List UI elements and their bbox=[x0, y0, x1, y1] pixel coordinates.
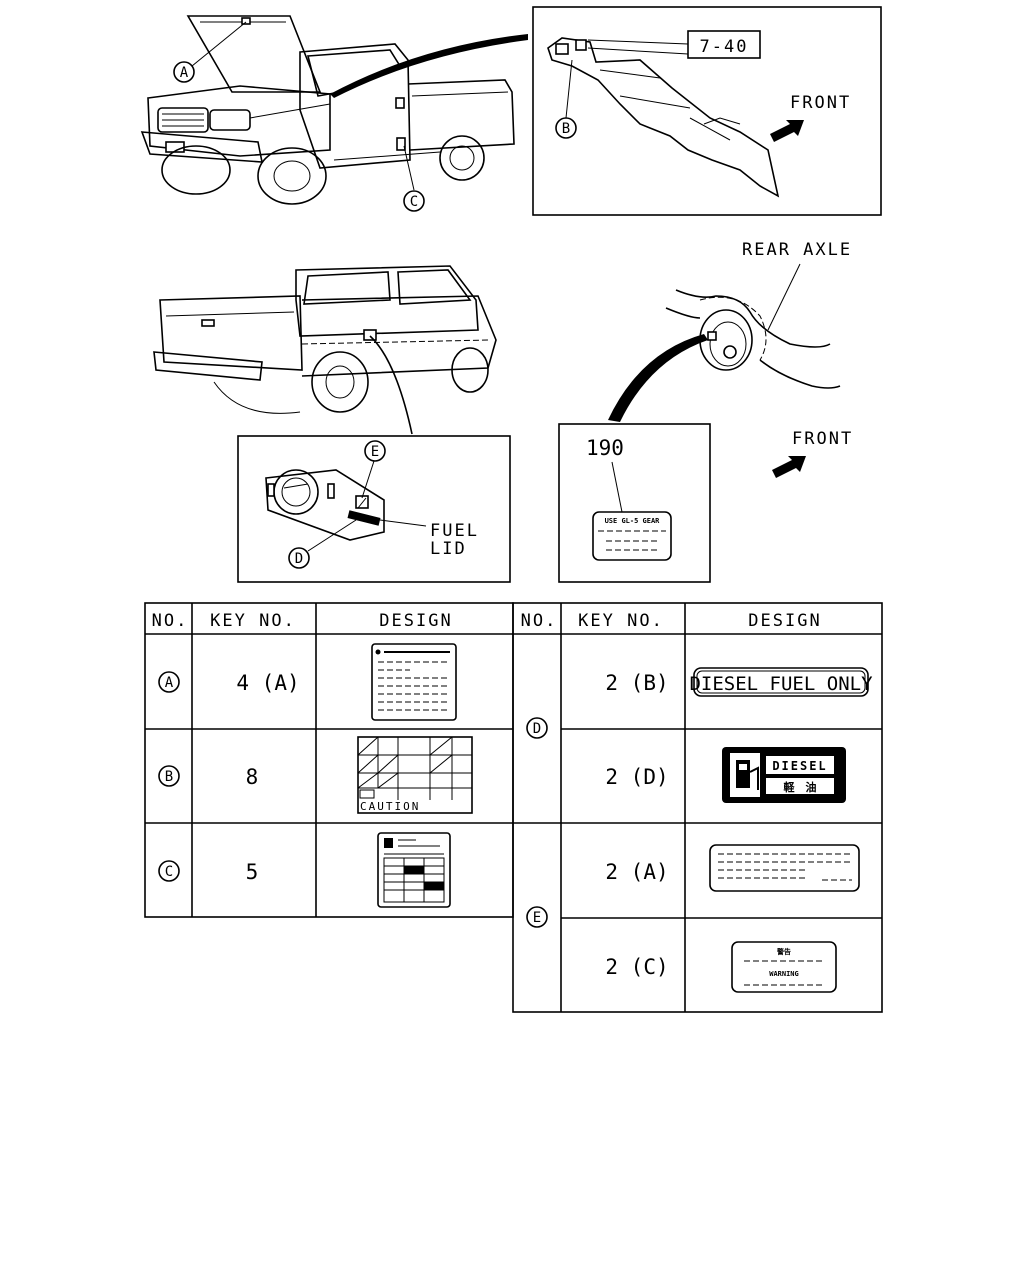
design-diesel-badge: DIESEL 軽 油 bbox=[722, 747, 846, 803]
group-d-label: D bbox=[533, 721, 541, 737]
header-key-no-right: KEY NO. bbox=[578, 611, 664, 631]
table-row: 2 (B) DIESEL FUEL ONLY bbox=[605, 667, 873, 697]
design-warning-label: 警告 WARNING bbox=[731, 941, 837, 993]
key-no-e2: 2 (C) bbox=[605, 955, 668, 979]
table-row: A 4 (A) bbox=[158, 643, 457, 721]
front-label-axle: FRONT bbox=[792, 429, 853, 449]
table-row: C 5 bbox=[158, 832, 451, 908]
key-no-a: 4 (A) bbox=[236, 671, 299, 695]
design-a-label bbox=[371, 643, 457, 721]
key-no-d1: 2 (B) bbox=[605, 671, 668, 695]
table-row: B 8 CAUTION bbox=[158, 736, 473, 814]
header-design-right: DESIGN bbox=[748, 611, 821, 631]
callout-a-top: A bbox=[173, 61, 195, 83]
lid-label: LID bbox=[430, 539, 467, 559]
callout-d-fuel: D bbox=[288, 547, 310, 569]
group-e-marker bbox=[526, 906, 548, 928]
key-no-e1: 2 (A) bbox=[605, 860, 668, 884]
caution-text: CAUTION bbox=[360, 800, 420, 813]
svg-text:B: B bbox=[165, 769, 173, 785]
svg-text:B: B bbox=[562, 121, 570, 137]
truck-front-view bbox=[140, 15, 528, 205]
design-b-caution-label: CAUTION bbox=[357, 736, 473, 814]
key-no-d2: 2 (D) bbox=[605, 765, 668, 789]
header-key-no-left: KEY NO. bbox=[210, 611, 296, 631]
gear-oil-label-text: USE GL-5 GEAR bbox=[605, 517, 661, 525]
parts-table: NO. KEY NO. DESIGN NO. KEY NO. DESIGN A … bbox=[144, 602, 883, 1013]
svg-text:A: A bbox=[180, 65, 189, 81]
detail-box-b: 7-40 FRONT bbox=[532, 6, 882, 216]
svg-text:WARNING: WARNING bbox=[769, 970, 799, 978]
svg-text:C: C bbox=[410, 194, 418, 210]
ref-190: 190 bbox=[586, 436, 624, 460]
callout-c-top: C bbox=[403, 190, 425, 212]
axle-label-box: 190 USE GL-5 GEAR bbox=[558, 423, 711, 583]
group-d-marker bbox=[526, 717, 548, 739]
svg-text:DIESEL: DIESEL bbox=[772, 759, 827, 773]
truck-rear-view bbox=[153, 265, 497, 435]
table-row: 2 (A) bbox=[605, 844, 860, 892]
callout-e-fuel: E bbox=[364, 440, 386, 462]
svg-text:E: E bbox=[371, 444, 379, 460]
table-row: 2 (C) 警告 WARNING bbox=[605, 941, 837, 993]
svg-text:軽 油: 軽 油 bbox=[784, 780, 817, 794]
rear-axle-detail: REAR AXLE FRONT bbox=[608, 240, 853, 478]
design-e1-label bbox=[709, 844, 860, 892]
table-row: 2 (D) DIESEL 軽 油 bbox=[605, 747, 846, 803]
ref-7-40: 7-40 bbox=[700, 37, 749, 57]
header-design-left: DESIGN bbox=[379, 611, 452, 631]
header-no-right: NO. bbox=[521, 611, 558, 631]
design-c-label bbox=[377, 832, 451, 908]
svg-text:D: D bbox=[295, 551, 303, 567]
svg-text:警告: 警告 bbox=[777, 947, 791, 956]
fuel-label: FUEL bbox=[430, 521, 479, 541]
svg-text:A: A bbox=[165, 675, 174, 691]
front-label-top: FRONT bbox=[790, 93, 851, 113]
design-diesel-fuel-only: DIESEL FUEL ONLY bbox=[689, 667, 873, 697]
group-e-label: E bbox=[533, 910, 541, 926]
header-no-left: NO. bbox=[152, 611, 189, 631]
key-no-c: 5 bbox=[246, 860, 259, 884]
key-no-b: 8 bbox=[246, 765, 259, 789]
rear-axle-label: REAR AXLE bbox=[742, 240, 852, 260]
fuel-lid-box: FUEL LID bbox=[237, 435, 511, 583]
callout-b-top: B bbox=[555, 117, 577, 139]
svg-text:DIESEL FUEL ONLY: DIESEL FUEL ONLY bbox=[689, 673, 873, 695]
svg-text:C: C bbox=[165, 864, 173, 880]
